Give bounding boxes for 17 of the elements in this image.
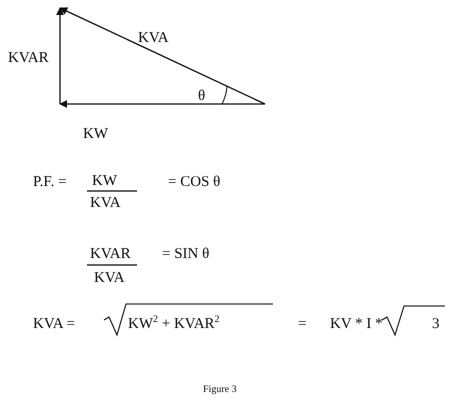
numerator: KW [92,173,117,190]
radicand: KW$^{2}$ + KVAR$^{2}$ [128,316,220,333]
equation-text: = COS θ [168,174,220,191]
equals-sign: = [298,316,306,333]
equation-text: KVA = [33,316,75,333]
equation-text: KV * I * [330,316,383,333]
vector-label: KW [83,126,108,143]
vector-label: KVA [138,30,169,47]
equation-text: P.F. = [33,174,67,191]
denominator: KVA [90,195,121,212]
equation-text: = SIN θ [162,246,210,263]
vector-label: KVAR [8,50,49,67]
angle-label: θ [198,88,206,105]
radicand: 3 [432,316,440,333]
denominator: KVA [94,270,125,287]
figure-caption: Figure 3 [203,384,237,396]
numerator: KVAR [90,246,131,263]
